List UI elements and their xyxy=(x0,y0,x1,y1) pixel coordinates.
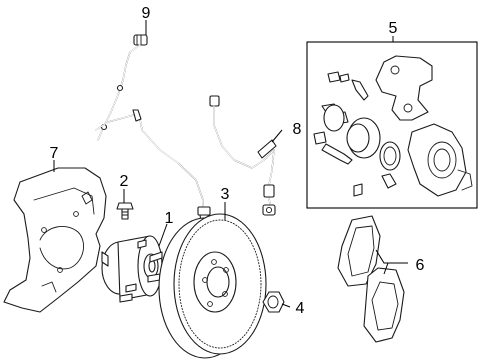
leader-lines xyxy=(53,20,408,308)
callout-4: 4 xyxy=(296,300,305,317)
brake-rotor xyxy=(158,213,267,359)
brake-pads xyxy=(337,215,405,343)
callout-9: 9 xyxy=(142,5,151,22)
splash-shield xyxy=(3,167,107,313)
callout-3: 3 xyxy=(221,186,230,203)
brake-hose xyxy=(209,95,277,216)
mounting-bolt xyxy=(116,202,134,220)
caliper-kit-box xyxy=(306,41,478,209)
callout-7: 7 xyxy=(50,145,59,162)
callout-5: 5 xyxy=(389,20,398,37)
hub-bearing xyxy=(101,235,163,303)
callout-1: 1 xyxy=(165,210,174,227)
callout-8: 8 xyxy=(293,121,302,138)
abs-sensor-assembly xyxy=(95,34,211,229)
axle-nut xyxy=(262,291,285,313)
callout-6: 6 xyxy=(416,257,425,274)
callout-2: 2 xyxy=(120,173,129,190)
